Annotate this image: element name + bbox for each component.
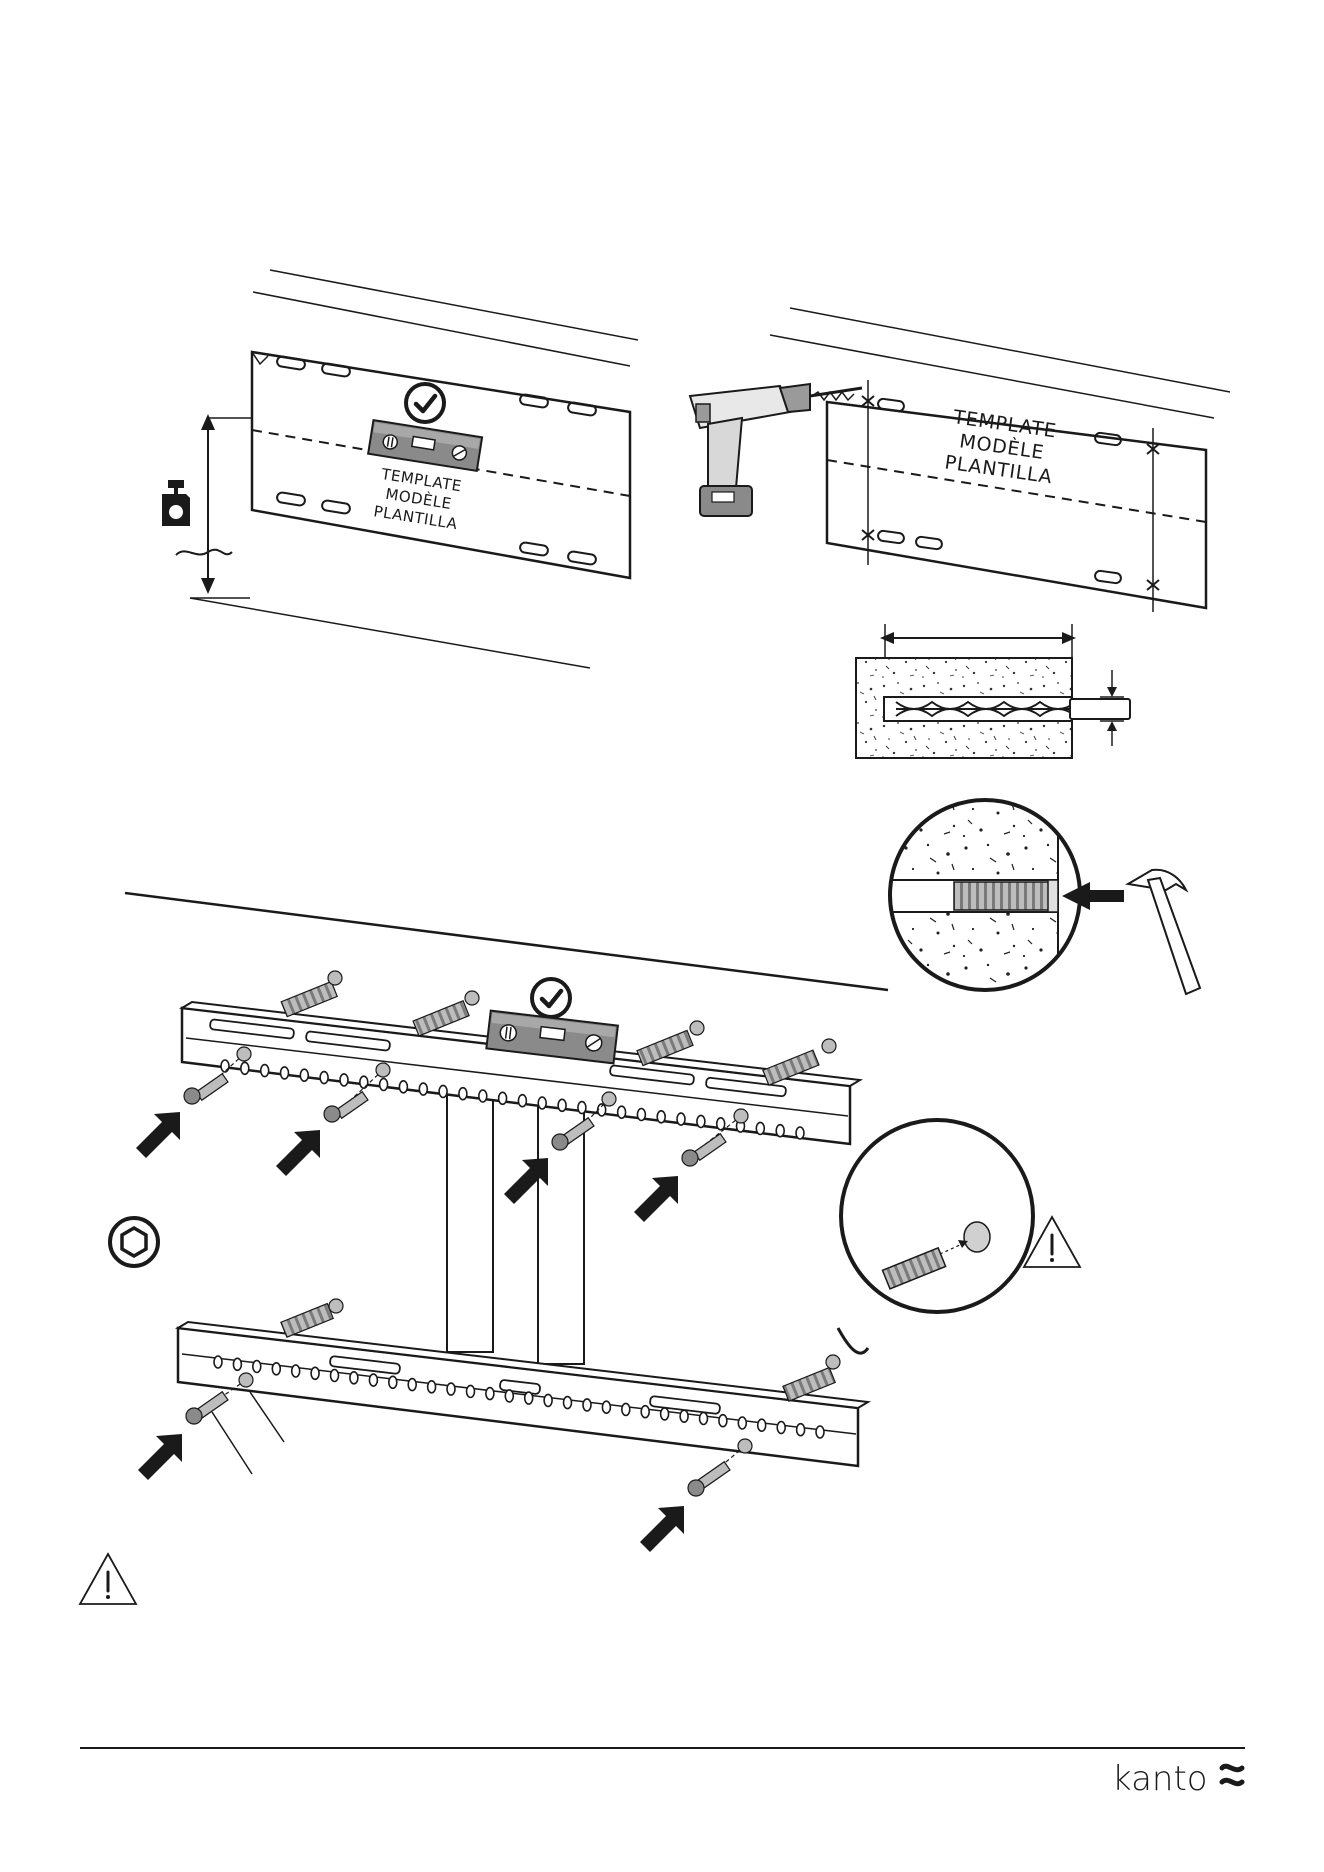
page-footer: kanto xyxy=(80,1748,1245,1799)
bracket-mounting-illustration xyxy=(110,893,1080,1552)
bottom-wall-rail xyxy=(178,1322,868,1466)
rail-hole xyxy=(369,1374,377,1386)
rail-hole xyxy=(467,1385,475,1397)
drill-depth-diagram xyxy=(856,624,1130,758)
rail-hole xyxy=(637,1109,645,1121)
rail-hole xyxy=(428,1381,436,1393)
rail-hole xyxy=(641,1406,649,1418)
tape-measure-icon xyxy=(162,480,190,526)
rail-hole xyxy=(618,1106,626,1118)
rail-hole xyxy=(661,1408,669,1420)
rail-hole xyxy=(525,1392,533,1404)
rail-hole xyxy=(253,1361,261,1373)
rail-hole xyxy=(233,1358,241,1370)
rail-hole xyxy=(221,1060,229,1072)
warning-triangle-icon xyxy=(80,1554,136,1604)
rail-hole xyxy=(408,1379,416,1391)
checkmark-circle-icon xyxy=(406,384,444,422)
rail-hole xyxy=(389,1376,397,1388)
rail-hole xyxy=(311,1367,319,1379)
template-sheet-right: TEMPLATE MODÈLE PLANTILLA xyxy=(827,380,1206,612)
rail-hole xyxy=(677,1113,685,1125)
rail-hole xyxy=(538,1097,546,1109)
rail-hole xyxy=(281,1067,289,1079)
rail-hole xyxy=(419,1083,427,1095)
rail-hole xyxy=(756,1122,764,1134)
rail-hole xyxy=(505,1390,513,1402)
rail-hole xyxy=(214,1356,222,1368)
hammer-icon xyxy=(1128,870,1200,994)
template-drill-illustration: TEMPLATE MODÈLE PLANTILLA xyxy=(690,308,1230,1010)
rail-hole xyxy=(622,1403,630,1415)
rail-hole xyxy=(350,1372,358,1384)
rail-hole xyxy=(697,1115,705,1127)
rail-hole xyxy=(796,1127,804,1139)
rail-hole xyxy=(816,1426,824,1438)
rail-hole xyxy=(680,1410,688,1422)
rail-hole xyxy=(602,1401,610,1413)
anchor-insertion-detail xyxy=(880,790,1124,1010)
hex-socket-icon xyxy=(110,1218,158,1266)
rail-hole xyxy=(360,1076,368,1088)
rail-hole xyxy=(292,1365,300,1377)
rail-hole xyxy=(657,1111,665,1123)
rail-hole xyxy=(331,1370,339,1382)
rail-hole xyxy=(261,1065,269,1077)
brand-logo-text: kanto xyxy=(1112,1759,1208,1799)
rail-hole xyxy=(447,1383,455,1395)
rail-hole xyxy=(583,1399,591,1411)
rail-hole xyxy=(272,1363,280,1375)
rail-hole xyxy=(380,1079,388,1091)
checkmark-circle-icon xyxy=(532,979,570,1017)
rail-hole xyxy=(700,1413,708,1425)
template-level-illustration: TEMPLATE MODÈLE PLANTILLA xyxy=(162,270,638,668)
rail-hole xyxy=(399,1081,407,1093)
rail-hole xyxy=(459,1088,467,1100)
rail-hole xyxy=(558,1099,566,1111)
rail-hole xyxy=(241,1062,249,1074)
rail-hole xyxy=(486,1388,494,1400)
rail-hole xyxy=(479,1090,487,1102)
rail-hole xyxy=(719,1415,727,1427)
brand-logo-mark xyxy=(1222,1766,1242,1783)
rail-hole xyxy=(717,1118,725,1130)
rail-hole xyxy=(320,1072,328,1084)
rail-hole xyxy=(797,1424,805,1436)
rail-hole xyxy=(518,1095,526,1107)
rail-hole xyxy=(578,1102,586,1114)
rail-hole xyxy=(564,1397,572,1409)
anchor-position-detail xyxy=(838,1120,1033,1353)
rail-hole xyxy=(300,1069,308,1081)
rail-hole xyxy=(758,1419,766,1431)
rail-hole xyxy=(738,1417,746,1429)
rail-hole xyxy=(499,1092,507,1104)
rail-hole xyxy=(340,1074,348,1086)
rail-hole xyxy=(439,1085,447,1097)
rail-hole xyxy=(777,1422,785,1434)
rail-hole xyxy=(776,1125,784,1137)
rail-hole xyxy=(544,1394,552,1406)
